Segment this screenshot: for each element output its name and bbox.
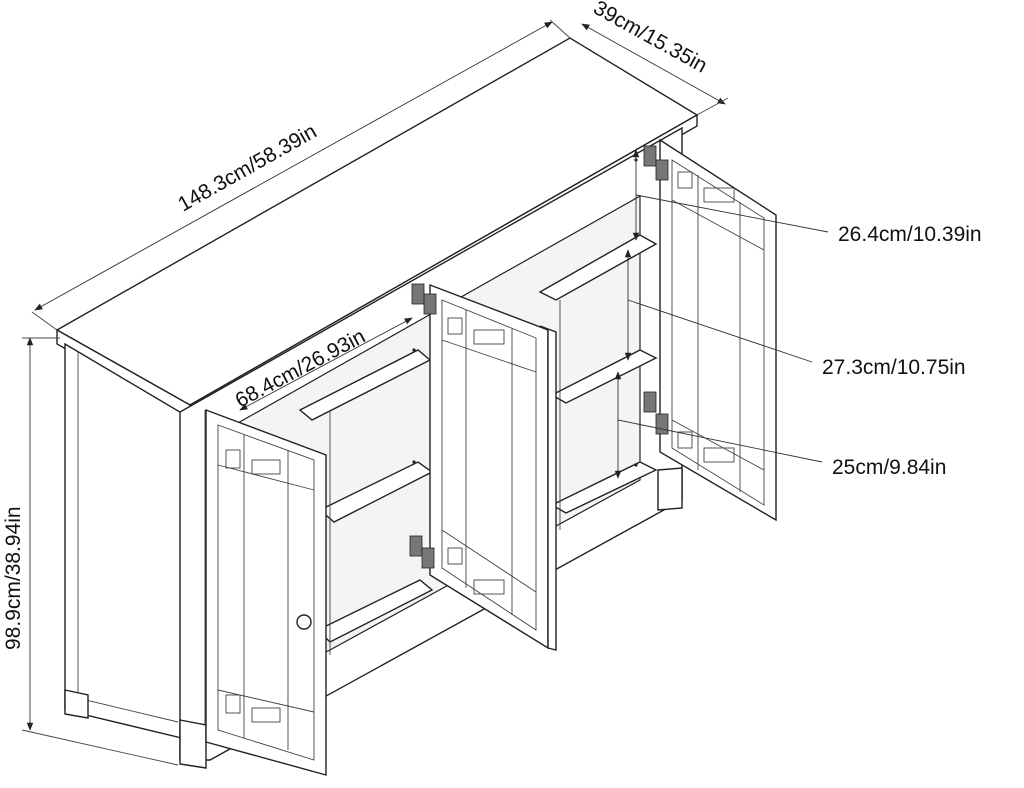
hinge-icon (643, 391, 657, 413)
right-shelf-lower (550, 461, 658, 514)
front-left-leg (179, 719, 207, 769)
hinge-icon (421, 547, 435, 569)
left-door (205, 408, 327, 776)
shelf-bottom-label: 25cm/9.84in (832, 456, 946, 479)
dimension-lines (21, 19, 829, 766)
center-door (429, 283, 557, 651)
right-shelf-middle (550, 349, 658, 404)
shelf-top-label: 26.4cm/10.39in (838, 223, 982, 246)
door-knob (296, 614, 312, 630)
front-right-leg (657, 467, 683, 511)
height-label: 98.9cm/38.94in (2, 506, 25, 650)
hinge-icon (643, 145, 657, 167)
shelf-middle-label: 27.3cm/10.75in (822, 356, 966, 379)
hinge-icon (655, 159, 669, 181)
hinge-icon (655, 413, 669, 435)
back-left-leg (64, 689, 89, 719)
hinge-icon (423, 293, 437, 315)
width-dimension-line (34, 21, 553, 311)
hinge-icon (411, 283, 425, 305)
hinge-icon (409, 535, 423, 557)
interior-width-dimension-line (239, 317, 413, 411)
depth-dimension-line (581, 23, 726, 105)
